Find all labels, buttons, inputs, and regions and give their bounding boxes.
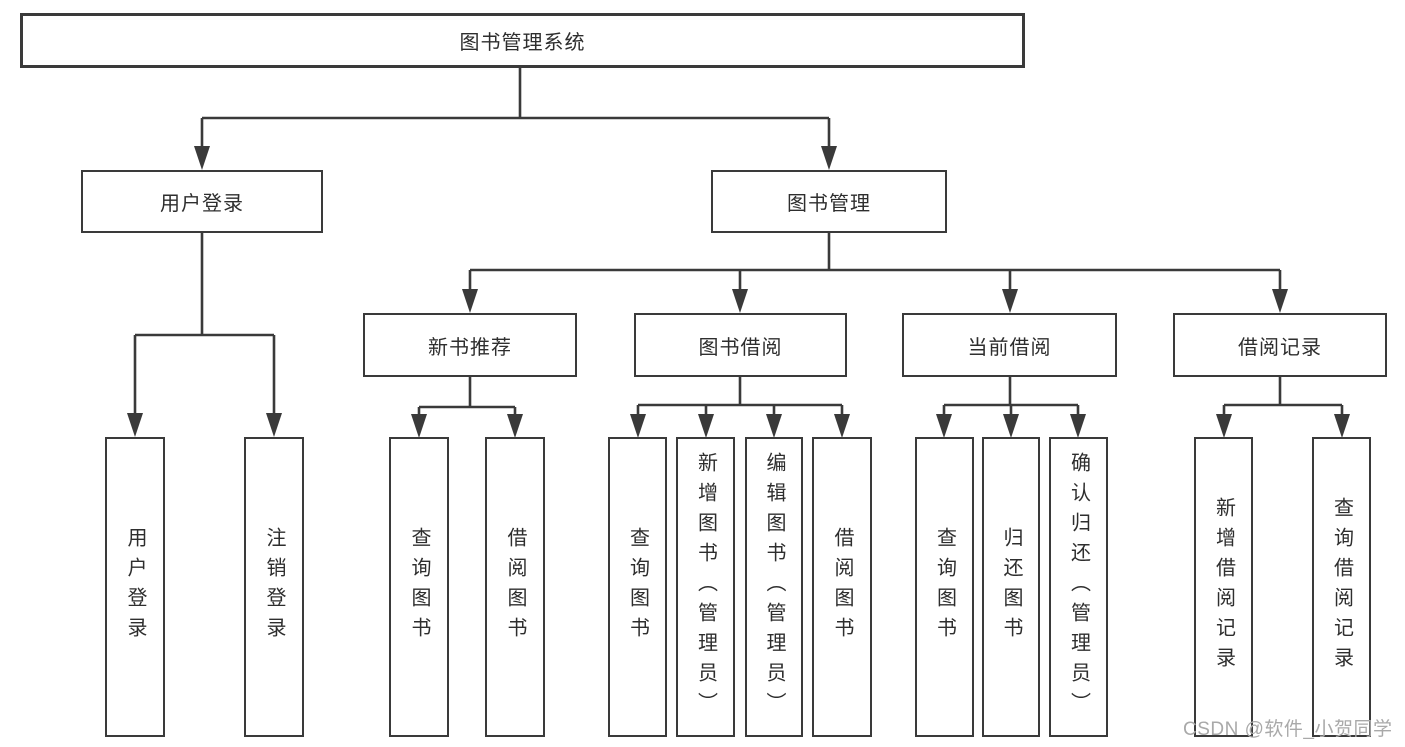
connector-new-book-children — [411, 377, 523, 438]
leaf-query-borrow-record: 查询借阅记录 — [1312, 437, 1371, 737]
connector-borrow-records-children — [1216, 377, 1350, 438]
leaf-return-books: 归还图书 — [982, 437, 1040, 737]
node-book-management: 图书管理 — [711, 170, 947, 233]
connector-user-login-children — [127, 233, 282, 437]
leaf-add-borrow-record: 新增借阅记录 — [1194, 437, 1253, 737]
leaf-user-login: 用户登录 — [105, 437, 165, 737]
node-borrow-records: 借阅记录 — [1173, 313, 1387, 377]
leaf-logout: 注销登录 — [244, 437, 304, 737]
connector-book-borrow-children — [630, 377, 850, 438]
node-new-book-recommend: 新书推荐 — [363, 313, 577, 377]
node-user-login: 用户登录 — [81, 170, 323, 233]
leaf-add-books-admin: 新增图书（管理员） — [676, 437, 735, 737]
leaf-borrow-books: 借阅图书 — [812, 437, 872, 737]
csdn-watermark: CSDN @软件_小贺同学 — [1183, 719, 1393, 740]
leaf-edit-books-admin: 编辑图书（管理员） — [745, 437, 803, 737]
leaf-query-books-current: 查询图书 — [915, 437, 974, 737]
connector-book-management-children — [462, 233, 1288, 313]
leaf-query-books-borrow: 查询图书 — [608, 437, 667, 737]
leaf-confirm-return-admin: 确认归还（管理员） — [1049, 437, 1108, 737]
leaf-borrow-books-recommend: 借阅图书 — [485, 437, 545, 737]
node-current-borrow: 当前借阅 — [902, 313, 1117, 377]
connector-root-to-level2 — [194, 68, 837, 170]
connector-current-borrow-children — [936, 377, 1086, 438]
node-library-system: 图书管理系统 — [20, 13, 1025, 68]
leaf-query-books-recommend: 查询图书 — [389, 437, 449, 737]
node-book-borrow: 图书借阅 — [634, 313, 847, 377]
